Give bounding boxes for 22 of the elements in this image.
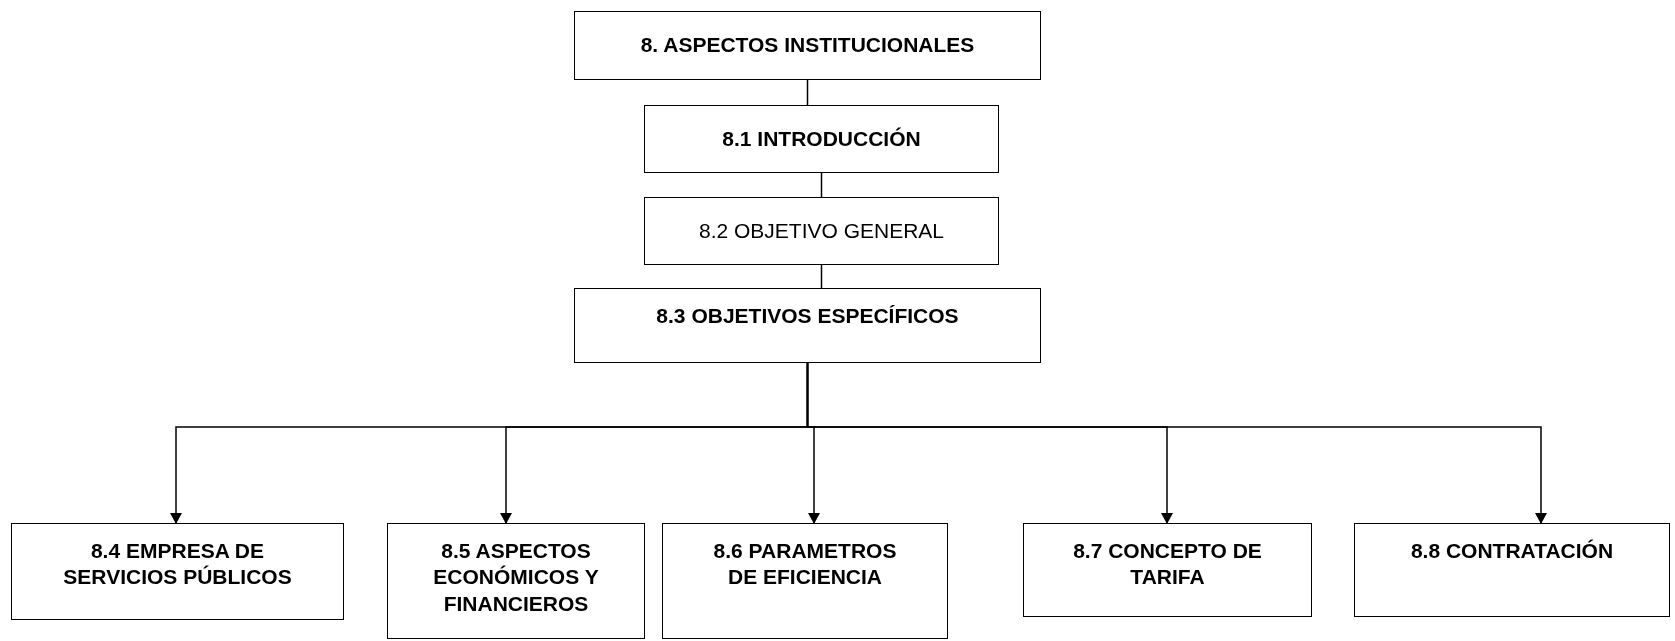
box-label: 8.3 OBJETIVOS ESPECÍFICOS [656, 303, 959, 329]
process-box [574, 11, 1041, 80]
box-label: 8.7 CONCEPTO DE TARIFA [1072, 538, 1263, 591]
connector-line [820, 264, 823, 289]
box-label: 8.2 OBJETIVO GENERAL [698, 217, 945, 244]
box-label: 8.1 INTRODUCCIÓN [722, 125, 921, 152]
process-box [1354, 523, 1670, 617]
arrow [806, 362, 1547, 524]
process-box [662, 523, 948, 639]
process-box [387, 523, 645, 639]
process-box [644, 105, 999, 173]
box-label: 8.8 CONTRATACIÓN [1410, 538, 1614, 564]
process-box [574, 288, 1041, 363]
box-label: 8. ASPECTOS INSTITUCIONALES [640, 32, 975, 59]
process-box [11, 523, 344, 620]
process-box [644, 197, 999, 265]
box-label: 8.4 EMPRESA DE SERVICIOS PÚBLICOS [62, 538, 293, 591]
box-label: 8.5 ASPECTOS ECONÓMICOS Y FINANCIEROS [432, 538, 600, 617]
box-label: 8.6 PARAMETROS DE EFICIENCIA [712, 538, 898, 591]
connector-line [820, 172, 823, 198]
process-box [1023, 523, 1312, 617]
connector-line [806, 79, 809, 106]
